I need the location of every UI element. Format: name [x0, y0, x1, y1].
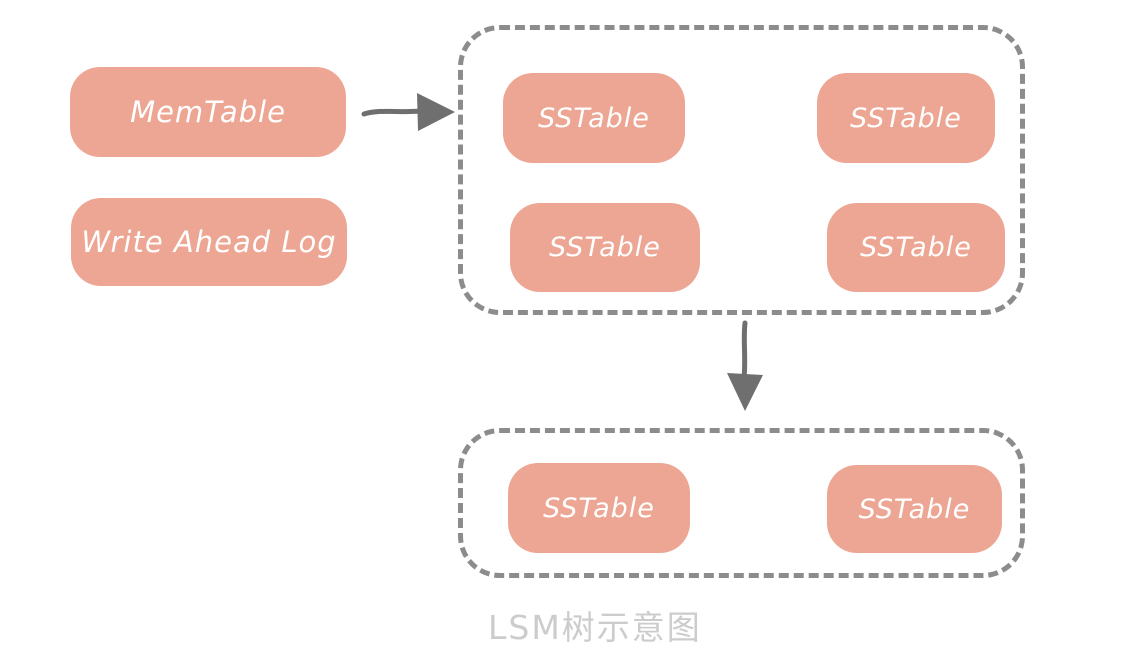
diagram-caption: LSM树示意图	[488, 608, 702, 647]
sstable-node: SSTable	[503, 73, 685, 163]
sstable-node: SSTable	[817, 73, 995, 163]
write-ahead-log-node: Write Ahead Log	[71, 198, 347, 286]
sstable-node: SSTable	[510, 203, 700, 292]
sstable-node: SSTable	[827, 203, 1005, 292]
sstable-node: SSTable	[508, 463, 690, 553]
arrow-right-icon	[361, 93, 455, 131]
sstable-level2-group: SSTable SSTable	[458, 428, 1025, 578]
memtable-node: MemTable	[70, 67, 346, 157]
arrow-down-icon	[727, 320, 763, 411]
sstable-node: SSTable	[827, 465, 1002, 553]
sstable-level1-group: SSTable SSTable SSTable SSTable	[458, 25, 1025, 315]
